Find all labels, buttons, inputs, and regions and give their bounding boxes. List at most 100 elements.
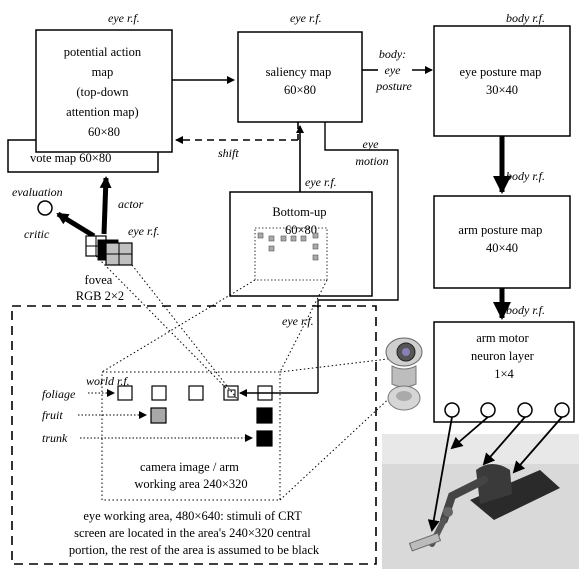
camera-line-2: working area 240×320	[134, 477, 247, 491]
arm-posture-line-2: 40×40	[486, 241, 518, 255]
webcam-neck	[391, 365, 417, 388]
motor-arrow-2	[450, 416, 489, 450]
webcam-base-top	[396, 391, 412, 401]
evaluation-label: evaluation	[12, 185, 63, 199]
stim-trunk-2	[256, 430, 273, 447]
bu-dot-9	[312, 254, 319, 261]
proj-fovea-1	[95, 255, 227, 389]
camera-line-1: camera image / arm	[140, 460, 239, 474]
pa-line-4: attention map)	[66, 105, 139, 119]
arm-motor-label: arm motor neuron layer 1×4	[471, 331, 537, 381]
critic-node	[37, 200, 53, 216]
eye-rf-label-1: eye r.f.	[108, 11, 140, 25]
saliency-line-1: saliency map	[266, 65, 332, 79]
vote-map-label: vote map 60×80	[30, 151, 111, 165]
webcam-lens-glass	[402, 348, 410, 356]
pa-line-1: potential action	[64, 45, 142, 59]
arm-posture-line-1: arm posture map	[458, 223, 542, 237]
robot-arm-photo	[382, 434, 579, 569]
motor-arrow-4	[512, 416, 563, 474]
camera-image-area	[101, 371, 281, 501]
eye-working-area	[11, 305, 377, 565]
arm-motor-line-3: 1×4	[494, 367, 514, 381]
body-rf-label-1: body r.f.	[506, 11, 545, 25]
eye-rf-label-4: eye r.f.	[128, 224, 160, 238]
arm-gripper	[408, 532, 442, 552]
actor-label: actor	[118, 197, 144, 211]
caption-line-1: eye working area, 480×640: stimuli of CR…	[83, 509, 302, 523]
critic-label: critic	[24, 227, 50, 241]
pa-line-2: map	[92, 65, 114, 79]
bu-dot-3	[280, 235, 287, 242]
body-eye-posture-label: body: eye posture	[375, 47, 412, 93]
fovea-grid-front	[105, 242, 133, 266]
caption-line-2: screen are located in the area's 240×320…	[74, 526, 311, 540]
bottom-up-line-2: 60×80	[285, 223, 317, 237]
fovea-label: fovea RGB 2×2	[76, 273, 124, 303]
motor-arrow-3	[482, 416, 526, 466]
bottom-up-box	[229, 191, 373, 297]
proj-bu-1	[101, 279, 256, 373]
motor-arrow-1	[427, 416, 453, 532]
motor-neuron-2	[480, 402, 496, 418]
bottom-up-line-1: Bottom-up	[272, 205, 326, 219]
potential-action-map-label: potential action map (top-down attention…	[64, 45, 145, 139]
saliency-map-box	[237, 31, 363, 123]
fovea-line-2: RGB 2×2	[76, 289, 124, 303]
bu-dot-7	[312, 243, 319, 250]
proj-fovea-2	[131, 264, 239, 401]
eye-motion-line-1: eye	[363, 137, 380, 151]
arm-posture-map-label: arm posture map 40×40	[458, 223, 545, 255]
stim-trunk-1	[256, 407, 273, 424]
body-rf-label-3: body r.f.	[506, 303, 545, 317]
stim-foliage-1	[117, 385, 133, 401]
arm-posture-map-box	[433, 195, 571, 289]
bu-dot-5	[300, 235, 307, 242]
photo-wall	[382, 434, 579, 464]
arm-motor-line-1: arm motor	[476, 331, 529, 345]
shift-label: shift	[218, 146, 239, 160]
working-area-caption: eye working area, 480×640: stimuli of CR…	[69, 509, 320, 557]
caption-line-3: portion, the rest of the area is assumed…	[69, 543, 320, 557]
pa-line-5: 60×80	[88, 125, 120, 139]
bottom-up-inner-area	[254, 227, 328, 281]
bu-dot-2	[268, 235, 275, 242]
fruit-label: fruit	[42, 408, 63, 422]
body-rf-label-2: body r.f.	[506, 169, 545, 183]
bep-line-1: body:	[379, 47, 406, 61]
webcam-icon	[385, 337, 423, 411]
motor-neuron-1	[444, 402, 460, 418]
bottom-up-label: Bottom-up 60×80	[272, 205, 329, 237]
critic-arrow	[56, 211, 96, 239]
trunk-label: trunk	[42, 431, 68, 445]
bu-dot-4	[290, 235, 297, 242]
motor-neuron-3	[517, 402, 533, 418]
proj-cam-1	[279, 357, 397, 373]
eye-rf-label-5: eye r.f.	[282, 314, 314, 328]
motor-neuron-4	[554, 402, 570, 418]
pa-line-3: (top-down	[76, 85, 129, 99]
proj-bu-2	[279, 279, 328, 373]
camera-image-label: camera image / arm working area 240×320	[134, 460, 247, 491]
bep-line-2: eye	[385, 63, 402, 77]
arm-shoulder	[476, 464, 512, 504]
arm-joint	[443, 507, 453, 517]
actor-arrow	[99, 176, 112, 235]
foliage-label: foliage	[42, 387, 76, 401]
eye-motion-line	[317, 122, 399, 308]
stim-fruit	[150, 407, 167, 424]
saliency-line-2: 60×80	[284, 83, 316, 97]
proj-cam-2	[279, 391, 397, 501]
arm-base-plate	[470, 470, 560, 520]
stim-fovea-marker	[227, 389, 236, 398]
bottom-up-stimuli	[257, 232, 319, 261]
eye-rf-label-3: eye r.f.	[305, 175, 337, 189]
world-rf-label: world r.f.	[86, 374, 130, 388]
eye-motion-label: eye motion	[355, 137, 388, 168]
stim-foliage-3	[188, 385, 204, 401]
eye-posture-line-1: eye posture map	[459, 65, 541, 79]
eye-posture-map-label: eye posture map 30×40	[459, 65, 544, 97]
bep-line-3: posture	[375, 79, 412, 93]
